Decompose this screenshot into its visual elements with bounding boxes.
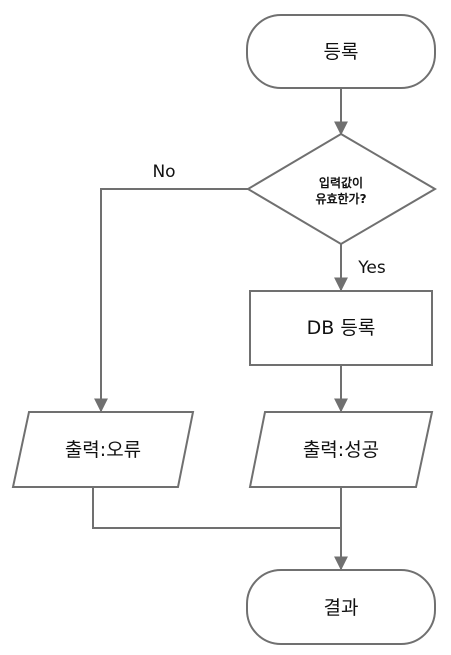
edge-decision-to-error [94,188,248,413]
db-register-node: DB 등록 [249,290,433,366]
decision-diamond-shape [246,132,437,246]
start-label: 등록 [324,41,359,63]
result-node: 결과 [246,569,436,645]
output-error-label: 출력:오류 [65,439,141,461]
result-terminator-shape [246,569,436,645]
decision-label-line2: 유효한가? [315,191,366,206]
result-label: 결과 [324,597,359,619]
decision-node: 입력값이 유효한가? [246,132,437,246]
output-success-shape [248,411,434,488]
no-label: No [152,162,175,182]
decision-label-line1: 입력값이 [319,175,363,190]
output-error-shape [11,411,195,488]
output-success-node: 출력:성공 [248,411,434,488]
start-node: 등록 [246,14,436,89]
output-success-label: 출력:성공 [303,439,379,461]
start-terminator-shape [246,14,436,89]
db-register-process-shape [249,290,433,366]
yes-label: Yes [357,258,386,278]
db-register-label: DB 등록 [307,317,376,339]
output-error-node: 출력:오류 [11,411,195,488]
edge-error-to-merge [92,488,341,529]
connectors [92,88,348,571]
